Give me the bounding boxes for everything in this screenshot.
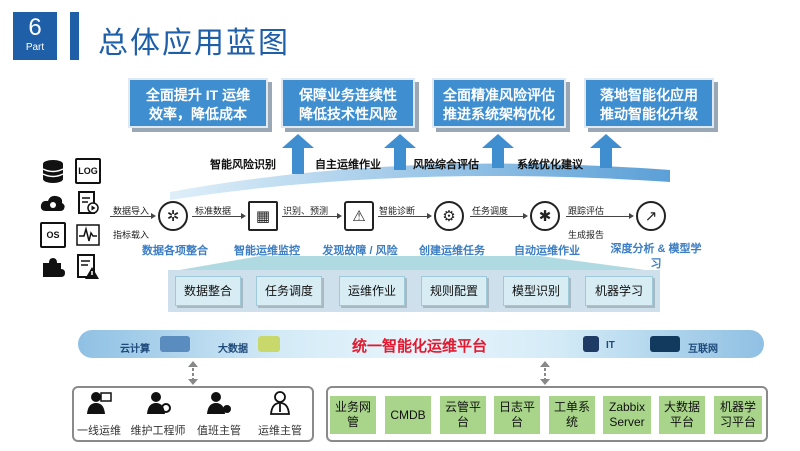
flow-stage-label: 创建运维任务 [419, 245, 485, 257]
flow-step-label: 生成报告 [568, 230, 605, 240]
module-box: 模型识别 [503, 276, 569, 306]
gear-tools-icon: ✱ [530, 201, 560, 231]
log-file-icon: LOG [75, 158, 101, 184]
arrow-label: 系统优化建议 [517, 159, 583, 171]
platform-side-label: 大数据 [218, 344, 248, 355]
waveform-icon [75, 222, 101, 248]
flow-arrow [110, 213, 156, 219]
calculator-icon: ▦ [248, 201, 278, 231]
flow-step-label: 数据导入 [113, 206, 150, 216]
role-item: 维护工程师 [128, 390, 188, 438]
it-figure-icon [583, 336, 599, 352]
flow-step-label: 跟踪评估 [568, 206, 605, 216]
goal-line: 推动智能化升级 [600, 106, 698, 122]
os-monitor-icon: OS [40, 222, 66, 248]
goal-line: 全面精准风险评估 [443, 87, 555, 103]
platform-bar [78, 330, 764, 358]
flow-step-label: 标准数据 [195, 206, 232, 216]
role-label: 一线运维 [77, 425, 121, 437]
flow-stage-label: 智能运维监控 [234, 245, 300, 257]
flow-stage-label: 发现故障 / 风险 [322, 245, 398, 257]
cloud-gear-icon [40, 190, 66, 216]
ops-manager-icon [267, 390, 293, 416]
role-item: 值班主管 [189, 390, 249, 438]
goal-box-efficiency: 全面提升 IT 运维 效率，降低成本 [128, 78, 268, 128]
flow-step-label: 任务调度 [472, 206, 509, 216]
module-box: 规则配置 [421, 276, 487, 306]
platform-side-label: 云计算 [120, 344, 150, 355]
goal-line: 降低技术性风险 [299, 106, 397, 122]
engineer-icon [145, 390, 171, 416]
platform-title: 统一智能化运维平台 [352, 338, 488, 355]
role-item: 运维主管 [250, 390, 310, 438]
bidirectional-arrow-icon [540, 361, 550, 385]
system-box: 工单系统 [549, 396, 595, 434]
part-label: Part [25, 42, 45, 53]
goal-line: 保障业务连续性 [299, 87, 397, 103]
trend-chart-icon: ↗ [636, 201, 666, 231]
arrow-label: 自主运维作业 [315, 159, 381, 171]
goal-line: 推进系统架构优化 [443, 106, 555, 122]
role-label: 运维主管 [258, 425, 302, 437]
system-box: 云管平台 [440, 396, 486, 434]
operator-icon [86, 390, 112, 416]
goal-box-continuity: 保障业务连续性 降低技术性风险 [281, 78, 415, 128]
system-box: 大数据平台 [659, 396, 705, 434]
upward-arrow-band [170, 134, 670, 200]
role-label: 维护工程师 [130, 425, 186, 437]
goal-box-risk: 全面精准风险评估 推进系统架构优化 [432, 78, 566, 128]
warning-doc-icon [75, 254, 101, 280]
flow-stage-label: 自动运维作业 [514, 245, 580, 257]
system-box: 机器学习平台 [714, 396, 762, 434]
page-title: 总体应用蓝图 [98, 27, 290, 60]
flow-arrow [470, 213, 528, 219]
goal-box-intelligence: 落地智能化应用 推动智能化升级 [584, 78, 714, 128]
internet-icon [650, 336, 680, 352]
bell-gear-icon: ⚙ [434, 201, 464, 231]
role-item: 一线运维 [69, 390, 129, 438]
flow-arrow [282, 213, 342, 219]
system-box: Zabbix Server [603, 396, 651, 434]
goal-line: 效率，降低成本 [149, 106, 247, 122]
system-box: CMDB [385, 396, 431, 434]
big-data-icon [258, 336, 280, 352]
part-badge: 6 Part [13, 12, 57, 60]
flow-arrow [566, 213, 634, 219]
flow-step-label: 指标载入 [113, 230, 150, 240]
flow-step-label: 智能诊断 [379, 206, 416, 216]
arrow-label: 风险综合评估 [413, 159, 479, 171]
flow-stage-label: 深度分析 & 模型学习 [610, 243, 702, 270]
flow-step-label: 识别、预测 [283, 206, 329, 216]
bidirectional-arrow-icon [188, 361, 198, 385]
module-box: 任务调度 [256, 276, 322, 306]
flow-arrow [378, 213, 432, 219]
system-box: 业务网管 [330, 396, 376, 434]
platform-side-label: 互联网 [688, 344, 718, 355]
module-box: 数据整合 [175, 276, 241, 306]
alarm-monitor-icon: ⚠ [344, 201, 374, 231]
module-box: 机器学习 [585, 276, 653, 306]
role-label: 值班主管 [197, 425, 241, 437]
platform-side-label: IT [606, 340, 615, 351]
part-number: 6 [28, 14, 42, 41]
flow-arrow [192, 213, 246, 219]
goal-line: 落地智能化应用 [600, 87, 698, 103]
module-bar [168, 270, 660, 312]
video-file-icon [75, 190, 101, 216]
system-box: 日志平台 [494, 396, 540, 434]
duty-manager-icon [206, 390, 232, 416]
database-icon [40, 158, 66, 184]
title-accent-bar [70, 12, 79, 60]
module-funnel [168, 256, 660, 272]
flow-stage-label: 数据各项整合 [142, 245, 208, 257]
puzzle-icon [40, 254, 66, 280]
cloud-computing-icon [160, 336, 190, 352]
module-box: 运维作业 [339, 276, 405, 306]
goal-line: 全面提升 IT 运维 [145, 87, 251, 103]
fan-icon: ✲ [158, 201, 188, 231]
arrow-label: 智能风险识别 [210, 159, 276, 171]
